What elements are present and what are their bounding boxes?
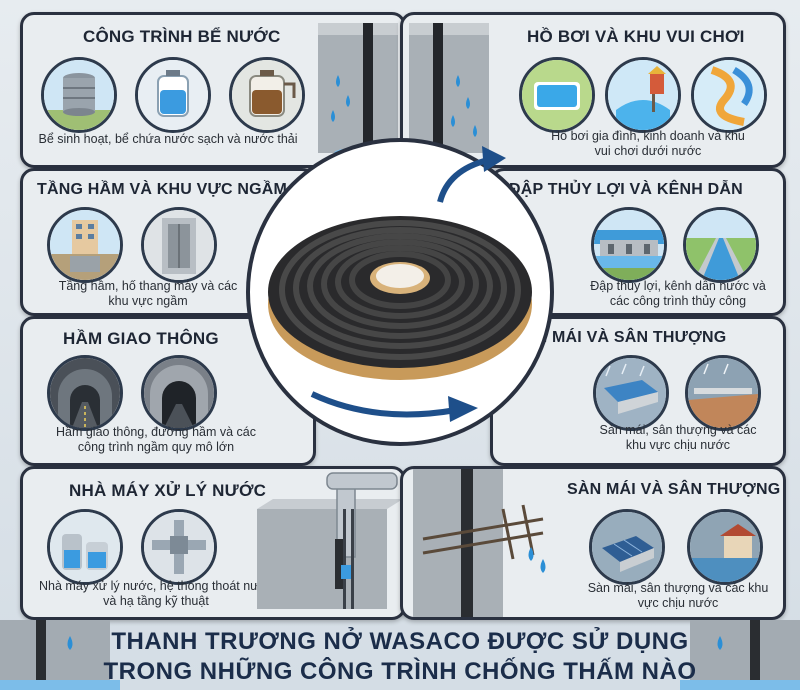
pipe-network-icon bbox=[141, 509, 217, 585]
pool-icon bbox=[519, 57, 595, 133]
solar-roof-rain-icon bbox=[589, 509, 665, 585]
panel-treatment-plant: NHÀ MÁY XỬ LÝ NƯỚC Nhà máy xử lý nước, h… bbox=[20, 466, 406, 620]
treatment-plant-icon bbox=[47, 509, 123, 585]
clean-water-tank-icon bbox=[135, 57, 211, 133]
rain-roof-icon bbox=[593, 355, 669, 431]
panel-title: ĐẬP THỦY LỢI VÀ KÊNH DẪN bbox=[509, 181, 743, 198]
arrow-up-right-icon bbox=[437, 146, 506, 203]
water-tank-icon bbox=[41, 57, 117, 133]
footer-title-line1: THANH TRƯƠNG NỞ WASACO ĐƯỢC SỬ DỤNG bbox=[111, 628, 689, 655]
panel-caption: Sàn mái, sân thượng và các khu vực chịu … bbox=[599, 423, 757, 452]
tunnel-entrance-icon bbox=[141, 355, 217, 431]
panel-title: SÀN MÁI VÀ SÂN THƯỢNG bbox=[513, 329, 727, 346]
panel-title: NHÀ MÁY XỬ LÝ NƯỚC bbox=[69, 481, 267, 500]
panel-caption: Sàn mái, sân thượng và các khu vực chịu … bbox=[587, 581, 769, 610]
footer-wall-right-icon bbox=[680, 620, 800, 690]
flooded-house-icon bbox=[687, 509, 763, 585]
panel-roofs-2: SÀN MÁI VÀ SÂN THƯỢNG Sàn mái, sân thượn… bbox=[400, 466, 786, 620]
panel-water-tanks: CÔNG TRÌNH BỂ NƯỚC Bể sinh hoạt, bể chứa… bbox=[20, 12, 406, 168]
panel-title: TẦNG HẦM VÀ KHU VỰC NGẦM bbox=[37, 181, 288, 198]
rain-terrace-icon bbox=[685, 355, 761, 431]
basement-building-icon bbox=[47, 207, 123, 283]
waterstop-coil-icon bbox=[268, 216, 532, 380]
water-park-icon bbox=[605, 57, 681, 133]
panel-title: CÔNG TRÌNH BỂ NƯỚC bbox=[83, 27, 281, 46]
concrete-wall-leak-icon bbox=[409, 23, 489, 153]
panel-caption: Hầm giao thông, đường hầm và các công tr… bbox=[55, 425, 256, 454]
panel-caption: Hồ bơi gia đình, kinh doanh và khu vui c… bbox=[551, 129, 745, 158]
panel-title: SÀN MÁI VÀ SÂN THƯỢNG bbox=[567, 481, 781, 498]
footer-wall-left-icon bbox=[0, 620, 120, 690]
panel-caption: Nhà máy xử lý nước, hệ thống thoát nước … bbox=[39, 579, 273, 608]
wastewater-tank-icon bbox=[229, 57, 305, 133]
road-tunnel-icon bbox=[47, 355, 123, 431]
elevator-shaft-icon bbox=[141, 207, 217, 283]
arrow-right-icon bbox=[310, 391, 478, 422]
panel-roofs-1: SÀN MÁI VÀ SÂN THƯỢNG Sàn mái, sân thượn… bbox=[490, 316, 786, 466]
panel-caption: Tầng hầm, hố thang máy và các khu vực ng… bbox=[58, 279, 238, 308]
water-slide-icon bbox=[691, 57, 767, 133]
panel-caption: Bể sinh hoạt, bể chứa nước sạch và nước … bbox=[38, 132, 298, 146]
panel-pools: HỒ BƠI VÀ KHU VUI CHƠI Hồ bơi gia đình, … bbox=[400, 12, 786, 168]
concrete-wall-leak-icon bbox=[318, 23, 398, 158]
dam-icon bbox=[591, 207, 667, 283]
canal-icon bbox=[683, 207, 759, 283]
pipe-through-wall-icon bbox=[257, 472, 403, 609]
rebar-wall-icon bbox=[413, 469, 546, 617]
footer-title-line2: TRONG NHỮNG CÔNG TRÌNH CHỐNG THẤM NÀO bbox=[103, 658, 697, 685]
panel-caption: Đập thủy lợi, kênh dẫn nước và các công … bbox=[590, 279, 766, 308]
panel-title: HỒ BƠI VÀ KHU VUI CHƠI bbox=[527, 27, 745, 46]
panel-title: HẦM GIAO THÔNG bbox=[63, 329, 219, 348]
